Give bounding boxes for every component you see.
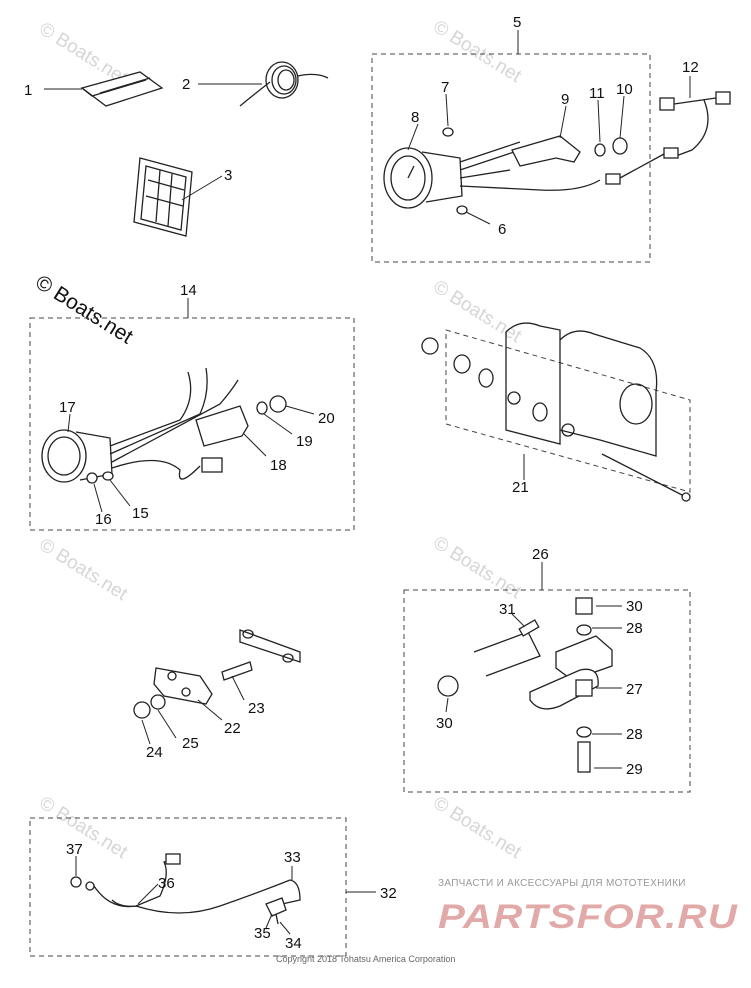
part-26-linkage [437,597,613,773]
part-17-gauge [41,367,239,483]
part-8-tachometer [383,141,601,209]
watermark-text-dark: © Boats.net [31,271,137,349]
callout-22: 22 [224,720,241,737]
leader-line [279,921,291,935]
callout-25: 25 [182,735,199,752]
group-14-box [29,317,355,531]
part-10-nut [612,137,628,155]
callout-28: 28 [626,726,643,743]
callout-27: 27 [626,681,643,698]
group-32-box [29,817,347,957]
callout-3: 3 [224,167,232,184]
leader-line [243,433,267,457]
group-26-box [403,589,691,793]
callout-15: 15 [132,505,149,522]
callout-21: 21 [512,479,529,496]
brand-tagline: ЗАПЧАСТИ И АКСЕССУАРЫ ДЛЯ МОТОТЕХНИКИ [438,878,686,889]
callout-14: 14 [180,282,197,299]
leader-line [231,675,245,701]
watermark-text: © Boats.net [429,792,525,863]
leader-line [465,211,491,225]
watermark-text: © Boats.net [429,532,525,603]
callout-1: 1 [24,82,32,99]
watermark-text: © Boats.net [429,276,525,347]
callout-34: 34 [285,935,302,952]
leader-line [511,613,525,627]
part-9-bracket [511,135,581,167]
part-22-25-bracket [133,629,301,719]
callout-33: 33 [284,849,301,866]
callout-24: 24 [146,744,163,761]
callout-12: 12 [682,59,699,76]
part-12-harness [605,91,731,185]
callout-18: 18 [270,457,287,474]
leader-line [181,175,223,201]
callout-5: 5 [513,14,521,31]
watermark-text: © Boats.net [35,792,131,863]
watermark-text: © Boats.net [35,534,131,605]
callout-17: 17 [59,399,76,416]
leader-line [67,413,71,433]
callout-6: 6 [498,221,506,238]
part-3-label-sheet [133,157,193,237]
part-1-pouch [80,71,164,107]
callout-20: 20 [318,410,335,427]
leader-line [141,719,151,745]
leader-line [597,99,601,143]
leader-line [407,123,419,151]
brand-logo: PARTSFOR.RU [438,898,739,936]
leader-line [93,483,103,513]
leader-line [137,883,159,905]
callout-28: 28 [626,620,643,637]
callout-26: 26 [532,546,549,563]
callout-35: 35 [254,925,271,942]
callout-37: 37 [66,841,83,858]
part-21-remote-box [421,322,691,502]
part-16-cap [86,472,98,484]
copyright-text: Copyright 2018 Tohatsu America Corporati… [276,954,455,964]
leader-line [157,709,177,739]
leader-line [265,913,273,929]
leader-line [285,405,315,415]
group-5-box [371,53,651,263]
callout-10: 10 [616,81,633,98]
callout-19: 19 [296,433,313,450]
callout-30: 30 [436,715,453,732]
part-11-washer [594,143,606,157]
callout-29: 29 [626,761,643,778]
part-18-bracket [195,405,249,447]
watermark-text: © Boats.net [429,16,525,87]
leader-line [445,93,449,127]
part-20-nut [269,395,287,413]
callout-7: 7 [441,79,449,96]
leader-line [197,699,223,721]
callout-2: 2 [182,76,190,93]
callout-31: 31 [499,601,516,618]
watermark-layer: © Boats.net © Boats.net © Boats.net © Bo… [31,16,525,863]
callout-16: 16 [95,511,112,528]
part-connector [201,457,223,473]
callout-9: 9 [561,91,569,108]
leader-line [559,105,567,139]
part-6-bulb [456,205,468,215]
leader-line [109,479,131,507]
callout-8: 8 [411,109,419,126]
leader-line [445,697,449,713]
part-7-bulb [442,127,454,137]
part-32-harness [70,853,301,925]
part-15-bulb [102,471,114,481]
part-2-cord-coil [239,61,329,107]
part-19-washer [256,401,268,415]
leader-line [263,413,293,435]
callout-30: 30 [626,598,643,615]
callout-23: 23 [248,700,265,717]
leader-line [619,95,625,139]
callout-36: 36 [158,875,175,892]
callout-11: 11 [589,85,605,102]
callout-32: 32 [380,885,397,902]
callout-labels: 1 2 3 5 6 7 8 9 10 11 12 14 15 16 17 18 … [24,14,699,952]
